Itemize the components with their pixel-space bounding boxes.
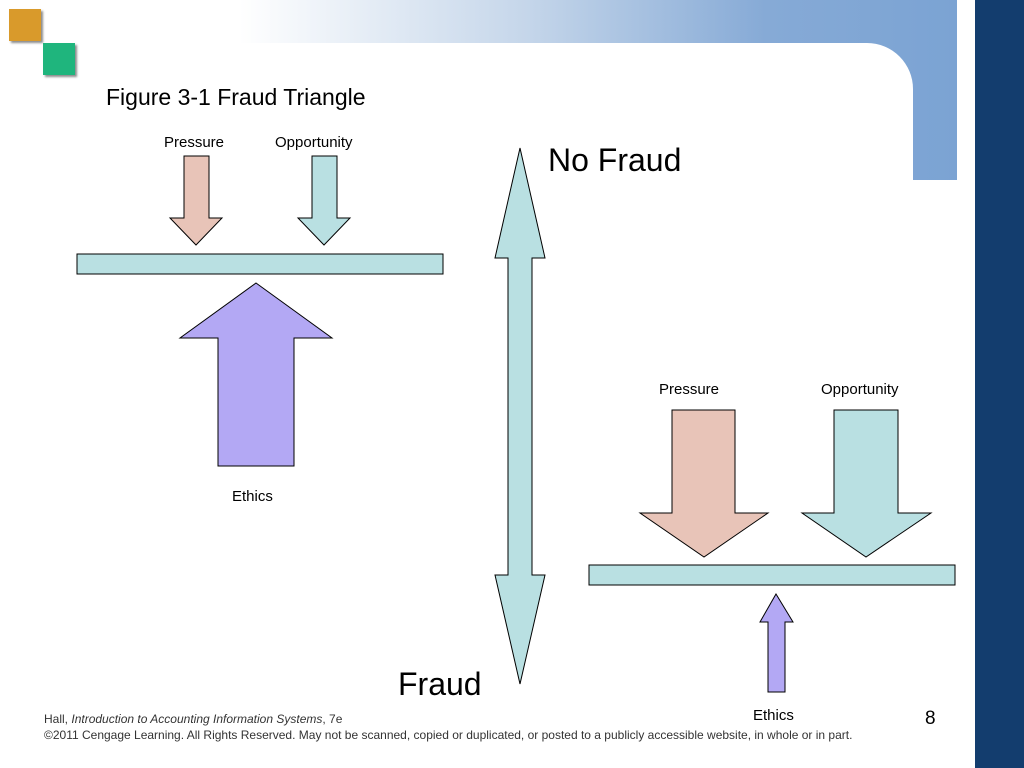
footer-citation: Hall, Introduction to Accounting Informa… xyxy=(44,712,342,726)
fraud-scale-double-arrow xyxy=(494,147,546,685)
left-opportunity-arrow xyxy=(296,155,352,246)
fraud-label: Fraud xyxy=(398,666,482,702)
right-sidebar-bar xyxy=(975,0,1024,768)
right-pressure-label: Pressure xyxy=(659,381,720,398)
footer-edition: , 7e xyxy=(322,712,343,726)
right-ethics-label: Ethics xyxy=(753,707,794,724)
page-number: 8 xyxy=(925,708,936,729)
footer-author: Hall, xyxy=(44,712,69,726)
right-opportunity-label: Opportunity xyxy=(821,381,899,398)
left-pressure-arrow xyxy=(168,155,224,246)
right-ethics-arrow xyxy=(759,593,794,693)
right-balance-bar xyxy=(588,564,956,586)
footer-copyright: ©2011 Cengage Learning. All Rights Reser… xyxy=(44,728,853,742)
left-ethics-label: Ethics xyxy=(232,488,273,505)
left-opportunity-label: Opportunity xyxy=(275,134,353,151)
footer-book-title: Introduction to Accounting Information S… xyxy=(71,712,323,726)
no-fraud-label: No Fraud xyxy=(548,142,682,178)
right-pressure-arrow xyxy=(638,409,770,558)
content-panel xyxy=(0,43,913,768)
left-balance-bar xyxy=(76,253,444,275)
slide-title: Figure 3-1 Fraud Triangle xyxy=(106,84,366,110)
left-pressure-label: Pressure xyxy=(164,134,225,151)
right-opportunity-arrow xyxy=(800,409,933,558)
green-square-decoration xyxy=(43,43,75,75)
orange-square-decoration xyxy=(9,9,41,41)
left-ethics-arrow xyxy=(178,282,334,467)
